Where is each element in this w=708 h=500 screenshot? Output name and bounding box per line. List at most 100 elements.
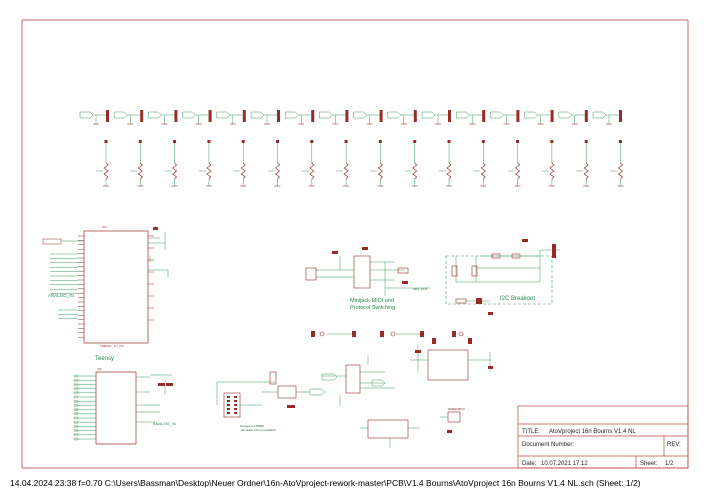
- power-header-pin: [227, 408, 230, 410]
- power-header-pin: [227, 400, 230, 402]
- jack-symbol: [345, 110, 349, 122]
- jack-symbol: [174, 110, 178, 122]
- jack-net-flag: [387, 111, 402, 119]
- fader-resistor: [446, 162, 452, 180]
- jack-symbol: [584, 110, 588, 122]
- jack-symbol: [448, 110, 451, 122]
- mux-net-flag: [73, 400, 79, 403]
- fader-resistor: [549, 162, 555, 180]
- i2c-section: [445, 239, 560, 315]
- teensy-caption: Teensy: [95, 356, 114, 362]
- supply-symbol: [516, 140, 520, 143]
- title-label: TITLE:: [522, 429, 540, 435]
- jack-symbol: [242, 110, 246, 122]
- footer-path: 14.04.2024 23:38 f=0.70 C:\Users\Bassman…: [10, 478, 641, 488]
- jack-net-flag: [490, 111, 504, 119]
- jack-net-flag: [592, 111, 607, 119]
- jack-net-flag: [558, 111, 573, 119]
- mux-net-flag: [73, 421, 79, 424]
- jack-symbol: [482, 110, 486, 122]
- fader-resistor: [309, 162, 315, 180]
- supply-symbol: [138, 140, 142, 143]
- rev-label: REV:: [667, 442, 681, 448]
- jack-symbol: [311, 110, 315, 122]
- greenbox-label: GREENBOX: [448, 407, 465, 411]
- fader-resistor: [515, 162, 521, 180]
- minijack-caption-line-2: Protocol Switching: [350, 305, 395, 311]
- power-header-pin: [234, 408, 237, 410]
- teensy-part-label: TEENSY_3.2_PS: [100, 344, 124, 348]
- fader-resistor: [137, 162, 143, 180]
- switch-section: [321, 355, 420, 448]
- supply-symbol: [173, 140, 177, 143]
- date-label: Date:: [522, 461, 537, 467]
- supply-symbol: [104, 140, 108, 143]
- jack-symbol: [106, 110, 109, 122]
- fader-resistor: [172, 162, 178, 180]
- mux-net-flag: [73, 429, 79, 432]
- opamp-section: [410, 338, 493, 433]
- supply-symbol: [241, 140, 245, 143]
- doc-number-label: Document Number:: [522, 442, 574, 448]
- jack-symbol: [277, 110, 280, 122]
- jack-net-flag: [524, 111, 538, 119]
- fader-resistor: [343, 162, 349, 180]
- power-note-line-2: -decrease risk of oscillation: [240, 428, 277, 432]
- supply-symbol: [481, 140, 485, 143]
- minijack-caption: Minijack-MIDI and Protocol Switching: [350, 298, 396, 311]
- mux-ref-label: IC9: [97, 367, 102, 371]
- jack-symbol: [550, 110, 554, 122]
- drawing-frame: [21, 19, 689, 469]
- mux-net-flag: [73, 437, 79, 441]
- jack-symbol: [140, 110, 144, 122]
- analog-in-label: ANALOG_IN: [48, 293, 74, 298]
- jack-net-flag: [182, 111, 196, 119]
- fader-resistor: [480, 162, 486, 180]
- sheet-value: 1/2: [665, 461, 674, 467]
- supply-symbol: [550, 140, 554, 143]
- mux-net-flag: [73, 383, 79, 386]
- fader-resistor: [377, 162, 383, 180]
- fader-resistor: [274, 162, 281, 180]
- jack-symbol: [379, 110, 383, 122]
- power-note-line-1: change to LT8665: [240, 424, 264, 428]
- supply-symbol: [619, 140, 622, 143]
- mux-net-flag: [73, 379, 79, 382]
- sheet-label: Sheet:: [640, 461, 658, 467]
- minijack-caption-line-1: Minijack-MIDI and: [350, 298, 394, 304]
- jack-net-flag: [284, 111, 299, 119]
- mux-net-flag: [73, 391, 79, 394]
- supply-symbol: [344, 140, 348, 143]
- fader-resistor: [617, 162, 624, 180]
- fader-resistor: [206, 162, 212, 180]
- supply-symbol: [447, 140, 451, 143]
- power-header-pin: [227, 396, 230, 398]
- supply-symbol: [310, 140, 314, 143]
- jack-net-flag: [216, 111, 231, 119]
- supply-symbol: [378, 140, 382, 143]
- analog-in-label-2: ANALOG_IN: [153, 421, 176, 426]
- power-section: [216, 371, 326, 418]
- mux-net-flag: [73, 412, 79, 415]
- jack-symbol: [413, 110, 417, 122]
- jack-net-flag: [79, 111, 94, 119]
- teensy-header: [42, 238, 84, 320]
- jack-symbol: [208, 110, 212, 122]
- mux-net-flag: [73, 408, 79, 411]
- power-header-pin: [234, 404, 237, 406]
- i2c-caption: I2C Breakout: [500, 296, 535, 302]
- mux-net-flag: [73, 374, 79, 378]
- supply-symbol: [276, 140, 279, 143]
- mid-row-components: [311, 331, 464, 337]
- teensy-ic: IC4 TEENSY_3.2_PS: [78, 225, 154, 348]
- mux-net-flag: [73, 387, 79, 390]
- fader-resistor: [103, 162, 109, 180]
- mux-net-flag: [73, 416, 79, 420]
- jack-net-flag: [455, 111, 470, 119]
- supply-symbol: [584, 140, 588, 143]
- power-header-pin: [234, 396, 237, 398]
- title-value: AtoVproject 16n Bourns V1.4 NL: [549, 429, 636, 435]
- fader-resistor: [412, 162, 418, 180]
- teensy-ref-label: IC4: [102, 225, 107, 229]
